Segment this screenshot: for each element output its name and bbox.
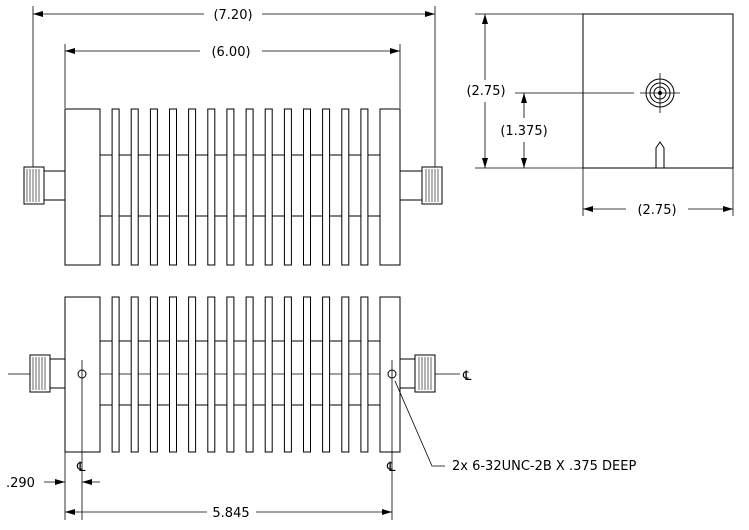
heatsink-fin: [245, 108, 254, 266]
dim-spacing-label: 5.845: [212, 506, 249, 521]
arrow-body-right: [390, 48, 400, 54]
arrow-width-right: [723, 206, 733, 212]
heatsink-fin: [264, 296, 273, 453]
dim-overall-label: (7.20): [213, 8, 252, 23]
heatsink-fin: [341, 108, 350, 266]
leader-line-hole-note: [394, 380, 445, 467]
heatsink-fin: [130, 296, 139, 453]
heatsink-fin: [169, 108, 177, 266]
heatsink-fins-top: [111, 108, 369, 266]
end-view: (2.75) (1.375) (2.75): [466, 13, 734, 218]
centerline-symbol-left: ℄: [76, 460, 86, 475]
centerline-symbol-hole-right: ℄: [386, 460, 396, 475]
heatsink-fin: [245, 296, 254, 453]
connector-right-top: [399, 166, 443, 205]
arrow-offset-left: [55, 479, 65, 485]
side-view: ℄ ℄ ℄: [6, 296, 636, 521]
heatsink-fin: [303, 296, 311, 453]
dim-offset-label: .290: [6, 476, 35, 491]
heatsink-fin: [188, 296, 197, 453]
connector-left-side: [29, 354, 66, 393]
heatsink-fin: [360, 296, 369, 453]
arrow-spacing-left: [65, 509, 75, 515]
arrow-overall-left: [33, 11, 43, 17]
end-view-outline: [582, 13, 734, 169]
heatsink-fin: [188, 108, 197, 266]
connector-right-side: [399, 354, 436, 393]
arrow-width-left: [583, 206, 593, 212]
heatsink-fin: [169, 296, 177, 453]
end-plate-left-top: [64, 108, 101, 266]
dim-width-label: (2.75): [637, 203, 676, 218]
arrow-offset-right: [82, 479, 92, 485]
heatsink-fin: [111, 108, 120, 266]
arrow-height-top: [482, 14, 488, 24]
heatsink-fin: [226, 296, 235, 453]
heatsink-fin: [322, 108, 331, 266]
centerline-symbol-right: ℄: [462, 369, 472, 384]
end-plate-right-top: [379, 108, 401, 266]
heatsink-fin: [111, 296, 120, 453]
heatsink-fin: [322, 296, 331, 453]
arrow-overall-right: [425, 11, 435, 17]
arrow-spacing-right: [382, 509, 392, 515]
heatsink-fin: [283, 108, 292, 266]
heatsink-fin: [226, 108, 235, 266]
heatsink-fins-side: [111, 296, 369, 453]
arrow-center-bottom: [521, 158, 527, 168]
arrow-body-left: [65, 48, 75, 54]
arrow-height-bottom: [482, 158, 488, 168]
hole-note: 2x 6-32UNC-2B X .375 DEEP: [452, 459, 636, 474]
heatsink-fin: [303, 108, 311, 266]
heatsink-fin: [149, 108, 158, 266]
heatsink-fin: [130, 108, 139, 266]
dim-height-label: (2.75): [466, 84, 505, 99]
connector-face: [640, 73, 680, 113]
connector-left-top: [23, 166, 67, 205]
heatsink-fin: [149, 296, 158, 453]
dim-center-label: (1.375): [500, 124, 547, 139]
heatsink-fin: [207, 108, 216, 266]
heatsink-fin: [360, 108, 369, 266]
heatsink-fin: [283, 296, 292, 453]
heatsink-fin: [341, 296, 350, 453]
mounting-hole-hidden: [655, 141, 665, 168]
arrow-center-top: [521, 93, 527, 103]
dim-body-label: (6.00): [211, 45, 250, 60]
top-view: (7.20) (6.00): [23, 6, 443, 266]
heatsink-fin: [207, 296, 216, 453]
heatsink-fin: [264, 108, 273, 266]
